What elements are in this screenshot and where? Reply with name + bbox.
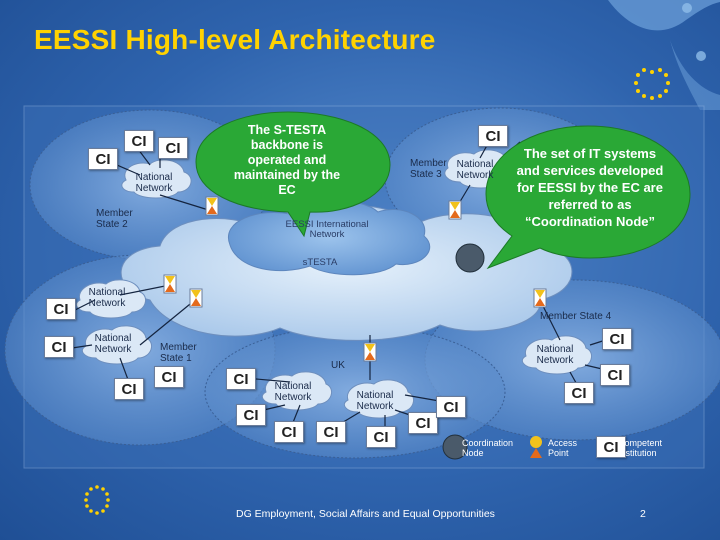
ci-box: CI bbox=[436, 396, 466, 418]
member-state-4-label: Member State 4 bbox=[540, 311, 612, 322]
national-network-label-ms2: National Network bbox=[135, 172, 173, 194]
ci-box: CI bbox=[478, 125, 508, 147]
national-network-label-ms1a: National Network bbox=[88, 287, 126, 309]
eu-flag-stars-icon bbox=[84, 485, 110, 515]
ci-box: CI bbox=[44, 336, 74, 358]
stesta-label: sTESTA bbox=[302, 257, 338, 268]
ci-box: CI bbox=[602, 328, 632, 350]
access-points bbox=[163, 196, 547, 362]
stesta-callout-text: The S-TESTA backbone is operated and mai… bbox=[233, 123, 341, 197]
page-title: EESSI High-level Architecture bbox=[34, 24, 436, 55]
national-network-cloud-ms1b bbox=[81, 325, 153, 365]
ci-box: CI bbox=[226, 368, 256, 390]
national-network-label-ms1b: National Network bbox=[94, 333, 132, 355]
ci-box: CI bbox=[408, 412, 438, 434]
legend-competent-institution-label: Competent Institution bbox=[618, 438, 663, 458]
member-state-1-label: Member State 1 bbox=[160, 342, 197, 364]
legend-access-point-icon bbox=[530, 436, 542, 458]
member-state-3-label: Member State 3 bbox=[410, 158, 447, 180]
legend-coordination-node-icon bbox=[442, 434, 468, 460]
legend-ci-box: CI bbox=[596, 436, 626, 458]
legend-coordination-node-label: Coordination Node bbox=[462, 438, 514, 458]
stesta-callout-bubble bbox=[195, 111, 391, 238]
ci-box: CI bbox=[124, 130, 154, 152]
access-point-icon bbox=[163, 274, 177, 294]
access-point-icon bbox=[189, 288, 203, 308]
national-network-cloud-ms1a bbox=[75, 279, 147, 319]
ci-box: CI bbox=[236, 404, 266, 426]
national-network-label-uk2: National Network bbox=[356, 390, 394, 412]
coordination-callout-bubble bbox=[485, 125, 691, 270]
ci-box: CI bbox=[154, 366, 184, 388]
member-state-2-label: Member State 2 bbox=[96, 208, 133, 230]
access-point-icon bbox=[533, 288, 547, 308]
coordination-callout-text: The set of IT systems and services devel… bbox=[516, 146, 664, 229]
access-point-icon bbox=[448, 200, 462, 220]
eessi-network-label: EESSI International Network bbox=[285, 219, 369, 240]
national-network-cloud-ms2 bbox=[121, 159, 192, 199]
access-point-icon bbox=[363, 342, 377, 362]
access-point-icon bbox=[205, 196, 219, 216]
national-network-cloud-uk2 bbox=[343, 379, 415, 419]
ci-box: CI bbox=[600, 364, 630, 386]
page-number: 2 bbox=[640, 508, 646, 520]
ci-box: CI bbox=[88, 148, 118, 170]
footer-text: DG Employment, Social Affairs and Equal … bbox=[236, 508, 495, 520]
national-network-label-ms3: National Network bbox=[456, 159, 494, 181]
legend-access-point-label: Access Point bbox=[548, 438, 578, 458]
eu-stars-logo-icon bbox=[608, 0, 720, 110]
ci-box: CI bbox=[564, 382, 594, 404]
national-network-label-uk1: National Network bbox=[274, 381, 312, 403]
ci-box: CI bbox=[158, 137, 188, 159]
uk-label: UK bbox=[331, 360, 345, 371]
ci-box: CI bbox=[46, 298, 76, 320]
ci-box: CI bbox=[274, 421, 304, 443]
national-network-label-ms4: National Network bbox=[536, 344, 574, 366]
ci-box: CI bbox=[114, 378, 144, 400]
coordination-node-icon bbox=[455, 243, 485, 273]
national-network-cloud-ms4 bbox=[521, 335, 593, 375]
ci-box: CI bbox=[316, 421, 346, 443]
ci-box: CI bbox=[366, 426, 396, 448]
